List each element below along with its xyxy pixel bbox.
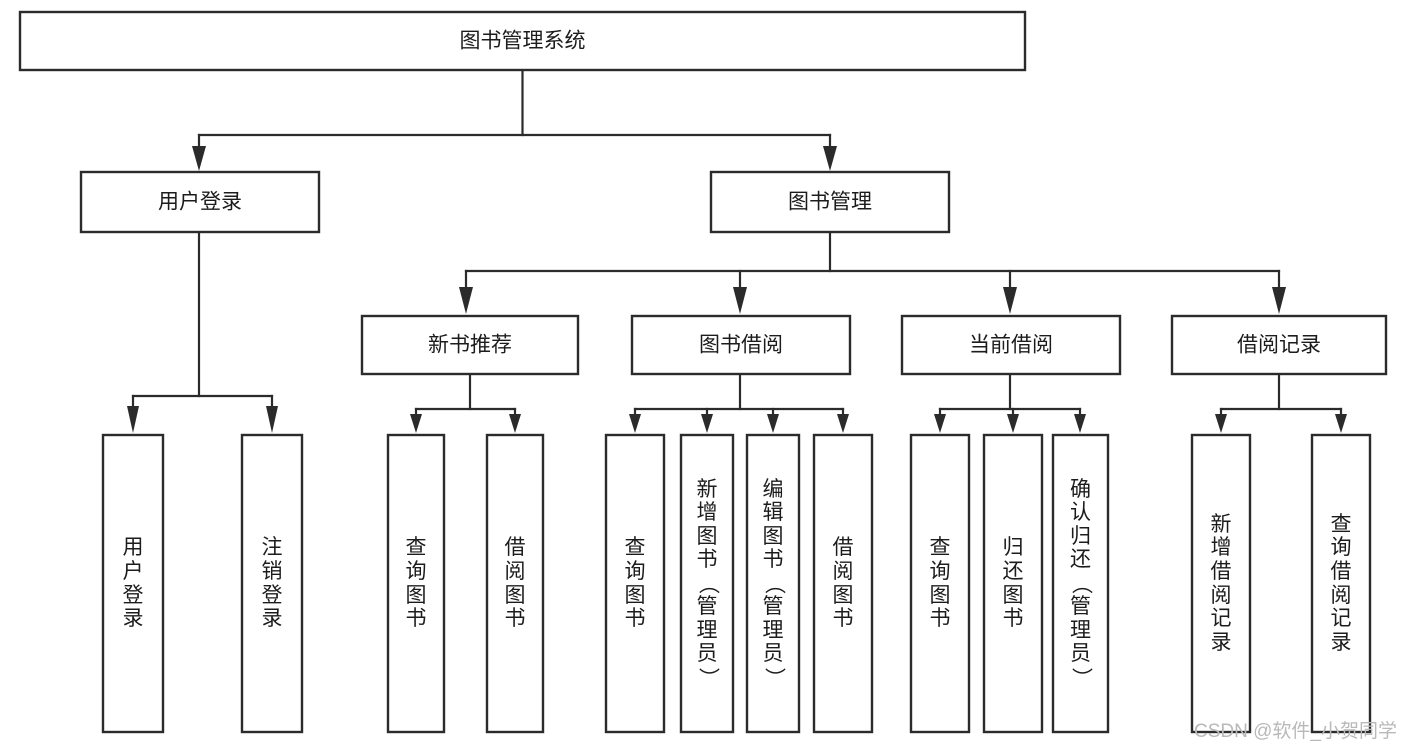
node-leaf-query-book-cur-rect[interactable] [909,433,971,734]
node-leaf-add-borrow-record-rect[interactable] [1190,433,1252,734]
node-root-rect[interactable] [18,10,1027,72]
arrowhead-leaf-borrow-book-rec [509,414,521,433]
node-leaf-confirm-return-admin-rect[interactable] [1051,433,1110,734]
node-borrow-record-label: 借阅记录 [1237,334,1321,357]
arrowhead-book-management [823,146,837,171]
node-leaf-add-book-admin-rect[interactable] [679,433,735,734]
node-book-management[interactable]: 图书管理 [709,170,951,234]
arrowhead-leaf-query-book-borrow [629,414,641,433]
node-root[interactable]: 图书管理系统 [18,10,1027,72]
arrowhead-borrow-record [1272,287,1286,314]
node-leaf-query-book-borrow-rect[interactable] [604,433,666,734]
node-new-book-recommend-rect[interactable] [360,314,580,376]
arrowhead-leaf-add-book-admin [701,414,713,433]
node-user-login-rect[interactable] [79,170,321,234]
connector-group [127,68,1347,433]
arrowhead-leaf-user-login [127,406,139,433]
arrowhead-leaf-confirm-return-admin [1074,414,1086,433]
watermark-text: CSDN @软件_小贺同学 [1194,721,1397,742]
arrowhead-leaf-query-book-cur [934,414,946,433]
node-current-borrow-label: 当前借阅 [969,334,1053,357]
arrowhead-leaf-edit-book-admin [767,414,779,433]
arrowhead-new-book-recommend [459,287,473,314]
node-book-management-rect[interactable] [709,170,951,234]
node-leaf-edit-book-admin-rect[interactable] [745,433,801,734]
node-user-login[interactable]: 用户登录 [79,170,321,234]
node-leaf-query-borrow-record-rect[interactable] [1310,433,1372,734]
arrowhead-leaf-add-borrow-record [1215,414,1227,433]
node-leaf-borrow-book-rect[interactable] [812,433,874,734]
node-leaf-logout-rect[interactable] [240,433,304,734]
arrowhead-book-borrow [733,287,747,314]
node-current-borrow-rect[interactable] [900,314,1122,376]
arrowhead-leaf-borrow-book [837,414,849,433]
node-book-management-label: 图书管理 [788,191,872,214]
node-book-borrow-rect[interactable] [630,314,852,376]
arrowhead-leaf-logout [266,406,278,433]
node-book-borrow-label: 图书借阅 [699,334,783,357]
node-new-book-recommend-label: 新书推荐 [428,334,512,357]
node-borrow-record[interactable]: 借阅记录 [1170,314,1388,376]
arrowhead-user-login [192,146,206,171]
node-leaf-borrow-book-rec-rect[interactable] [485,433,545,734]
node-borrow-record-rect[interactable] [1170,314,1388,376]
node-current-borrow[interactable]: 当前借阅 [900,314,1122,376]
node-leaf-query-book-rec-rect[interactable] [386,433,446,734]
node-root-label: 图书管理系统 [460,30,586,53]
arrowhead-leaf-query-borrow-record [1335,414,1347,433]
node-leaf-return-book-rect[interactable] [982,433,1044,734]
arrowhead-leaf-query-book-rec [410,414,422,433]
arrowhead-leaf-return-book [1007,414,1019,433]
node-book-borrow[interactable]: 图书借阅 [630,314,852,376]
arrowhead-current-borrow [1003,287,1017,314]
node-new-book-recommend[interactable]: 新书推荐 [360,314,580,376]
leaf-box-group [101,433,1372,734]
node-user-login-label: 用户登录 [158,191,242,214]
node-leaf-user-login-rect[interactable] [101,433,165,734]
